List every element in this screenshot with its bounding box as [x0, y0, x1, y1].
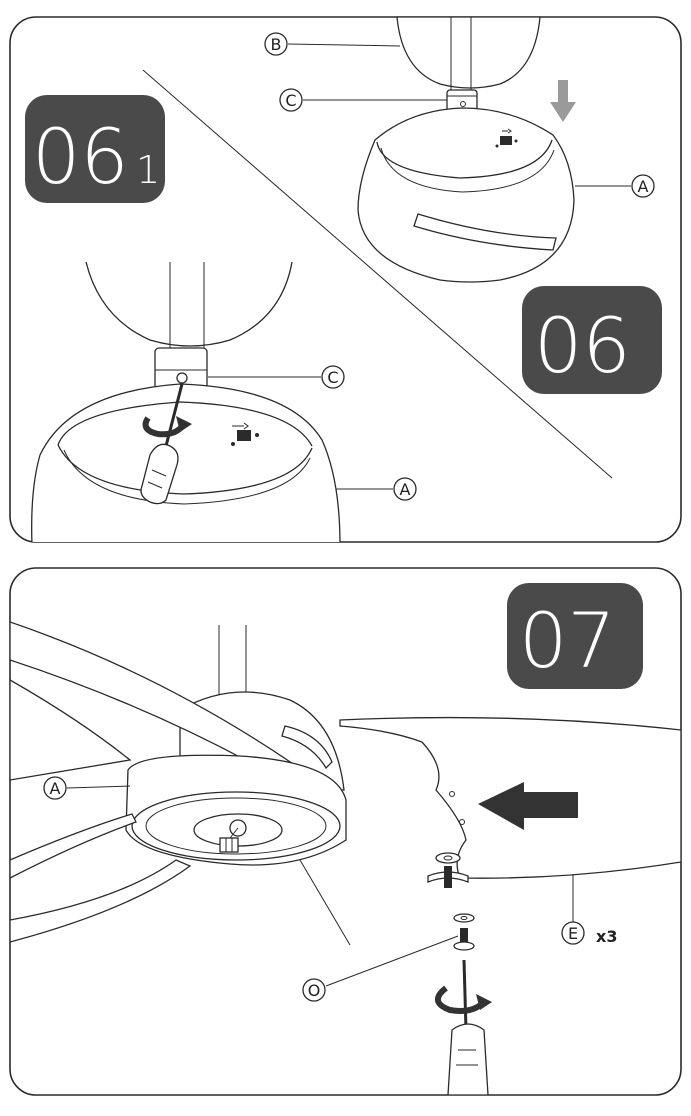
panel-diagonal-divider	[142, 69, 613, 479]
callout-o: O	[302, 935, 459, 1002]
housing-slot	[413, 213, 557, 251]
washer	[453, 941, 475, 951]
motor-housing	[357, 107, 575, 283]
screwdriver-icon	[447, 959, 489, 1095]
set-screw	[176, 372, 188, 384]
callout-a-detail: A	[336, 477, 417, 501]
housing-slot	[281, 725, 333, 770]
callout-b: B	[264, 32, 401, 56]
callout-letter: A	[50, 779, 61, 798]
motor-housing	[31, 383, 341, 542]
motor-housing-top	[357, 16, 576, 283]
push-arrow-icon	[550, 80, 576, 122]
callout-letter: A	[638, 177, 649, 196]
callout-letter: O	[308, 981, 321, 1000]
step-sub-number: 1	[136, 148, 160, 192]
badge-shape	[25, 95, 165, 203]
callout-c-detail: C	[208, 365, 345, 389]
rotation-arrow-icon	[435, 985, 492, 1014]
step-number: 07	[519, 596, 616, 685]
fan-blade	[10, 813, 137, 880]
fan-blade	[10, 859, 192, 943]
callout-e: E x3	[561, 875, 617, 946]
callout-letter: C	[327, 368, 338, 387]
callout-a-step7: A	[43, 776, 131, 800]
step-number: 06	[32, 112, 129, 201]
screw-o	[460, 928, 468, 942]
callout-letter: C	[285, 91, 296, 110]
callout-letter: A	[400, 480, 411, 499]
motor-housing-detail	[31, 261, 341, 542]
blade-hole	[449, 791, 455, 797]
rotation-arrow-icon	[142, 416, 192, 438]
push-arrow-icon	[478, 782, 578, 830]
fan-blade	[10, 678, 132, 781]
wire-connector	[219, 837, 239, 853]
step-badge-06-1: 06 1	[25, 95, 165, 203]
step-badge-07: 07	[507, 583, 643, 689]
callout-letter: E	[568, 924, 578, 943]
lock-symbol-icon	[495, 128, 518, 148]
set-screw	[460, 101, 466, 107]
callout-c: C	[279, 88, 447, 112]
badge-shape	[507, 583, 643, 689]
callout-letter: B	[271, 35, 282, 54]
washer	[453, 913, 475, 923]
fan-blade-assembly	[10, 621, 681, 1095]
badge-shape	[522, 286, 662, 394]
blade-hole	[459, 819, 465, 825]
step-number: 06	[534, 301, 631, 390]
callout-a: A	[575, 174, 655, 198]
screw	[444, 866, 452, 888]
washer	[435, 852, 461, 864]
canopy-bowl	[396, 16, 541, 89]
quantity-label: x3	[596, 927, 617, 946]
canopy-bowl	[85, 261, 293, 347]
lock-symbol-icon	[231, 422, 259, 446]
step-badge-06: 06	[522, 286, 662, 394]
